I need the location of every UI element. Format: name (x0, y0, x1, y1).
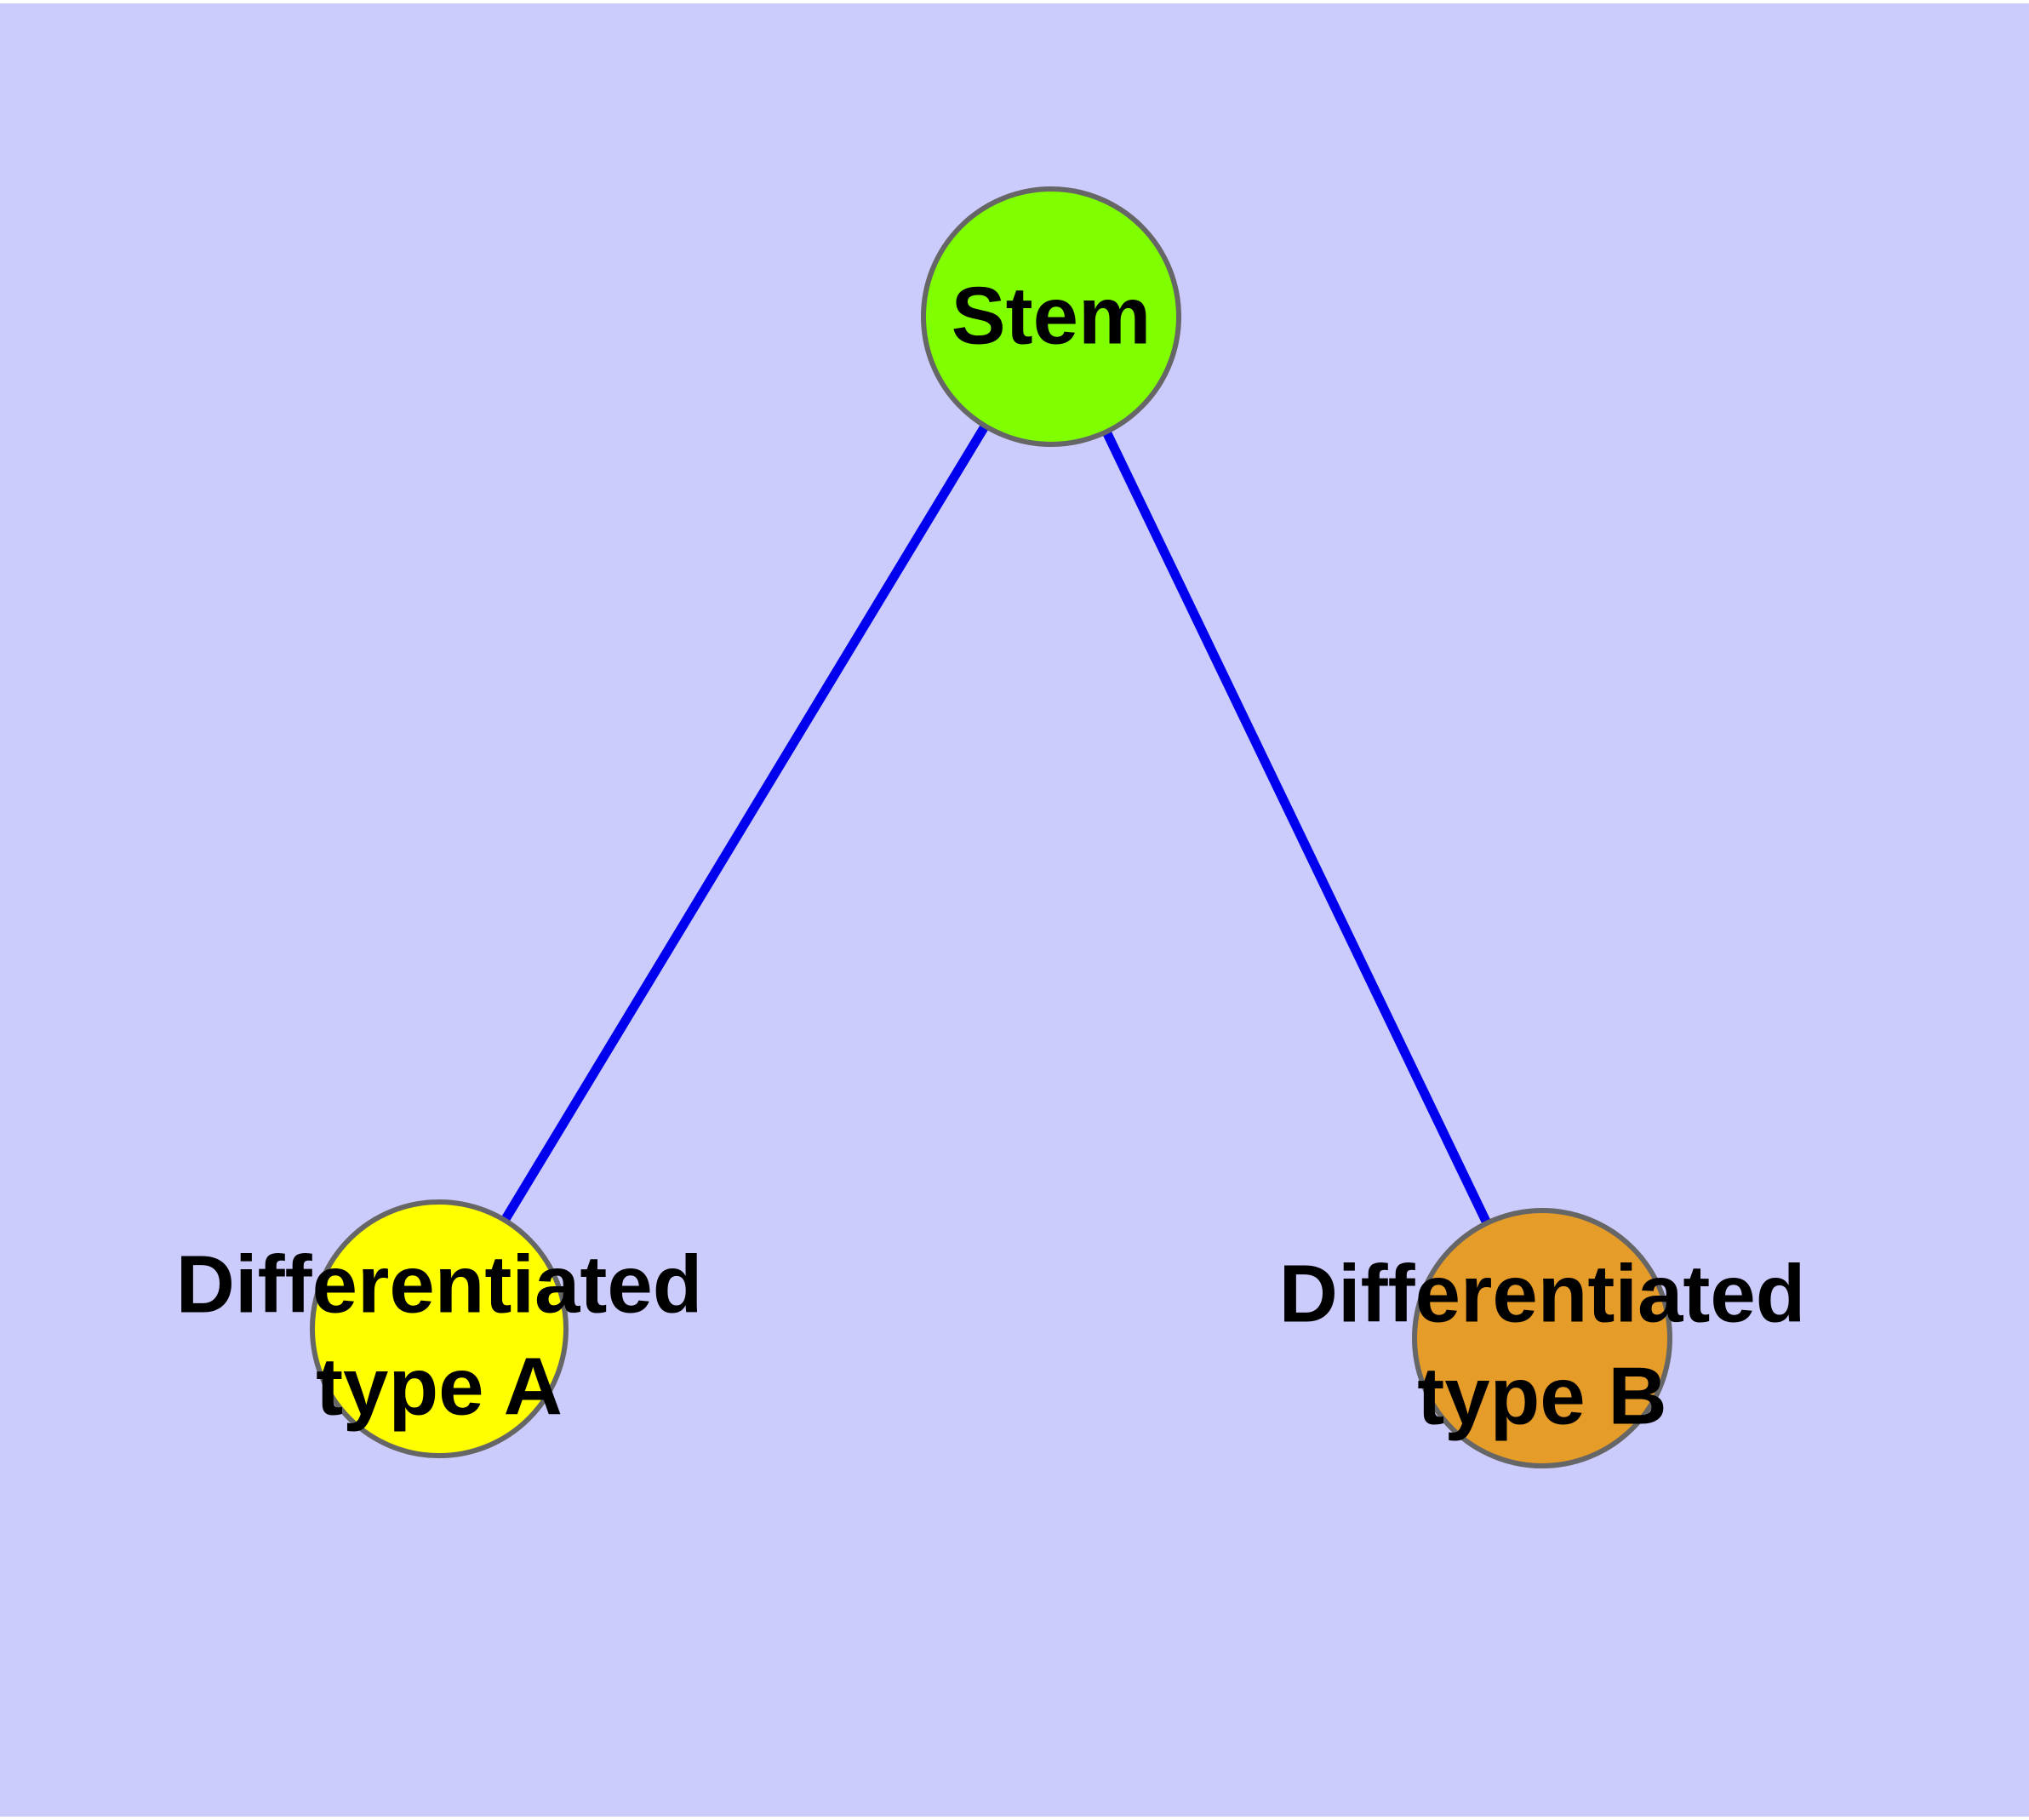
node-stem[interactable]: Stem (921, 186, 1181, 447)
node-differentiated-type-b-label-line1: Differentiated (1279, 1248, 1806, 1339)
node-differentiated-type-b-label-line2: type B (1417, 1350, 1666, 1441)
edge-stem-to-differentiated-type-a[interactable] (499, 421, 991, 1225)
node-differentiated-type-a-label-line1: Differentiated (176, 1239, 703, 1330)
node-differentiated-type-b-circle[interactable] (1412, 1208, 1672, 1468)
node-differentiated-type-a[interactable]: Differentiated type A (176, 1199, 703, 1458)
node-stem-label: Stem (952, 270, 1152, 361)
node-differentiated-type-a-circle[interactable] (310, 1199, 569, 1458)
edges-layer (499, 421, 1493, 1228)
node-differentiated-type-a-label-line2: type A (316, 1341, 563, 1432)
node-stem-circle[interactable] (921, 186, 1181, 447)
nodes-layer: Stem Differentiated type A Differentiate… (176, 186, 1806, 1468)
node-differentiated-type-b[interactable]: Differentiated type B (1279, 1208, 1806, 1468)
edge-stem-to-differentiated-type-b[interactable] (1100, 427, 1493, 1228)
